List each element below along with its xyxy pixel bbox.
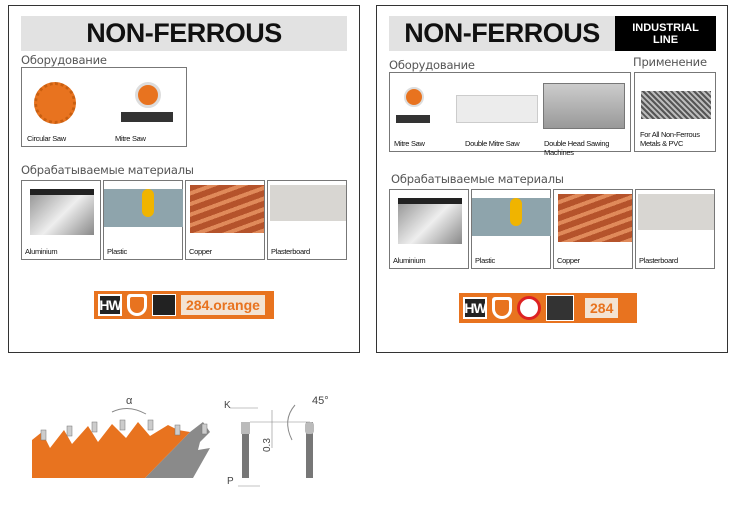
material-copper: Copper <box>553 189 633 269</box>
application-heading: Применение <box>633 55 707 69</box>
blade-icon <box>546 295 574 321</box>
blade-grey-section <box>145 422 210 478</box>
card-title: NON-FERROUS <box>21 16 347 51</box>
equipment-label: Mitre Saw <box>115 134 146 143</box>
materials-heading: Обрабатываемые материалы <box>391 172 564 186</box>
application-label: For All Non-Ferrous <box>640 130 700 139</box>
blade-left-section <box>242 422 249 478</box>
angle-label: 45° <box>312 395 329 407</box>
material-label: Plastic <box>107 247 127 256</box>
line-label-2: LINE <box>652 33 679 46</box>
material-label: Plastic <box>475 256 495 265</box>
dimension-label: 0.3 <box>262 438 273 452</box>
tooth-geometry-diagram: α K P 0.3 45° <box>32 395 329 487</box>
line-label-1: INDUSTRIAL <box>632 21 699 34</box>
material-label: Plasterboard <box>271 247 310 256</box>
alpha-label: α <box>126 395 133 407</box>
k-label: K <box>224 400 231 411</box>
material-label: Plasterboard <box>639 256 678 265</box>
equipment-label: Double Mitre Saw <box>465 139 520 148</box>
blade-icon <box>152 294 176 316</box>
product-code: 284 <box>585 298 619 318</box>
equipment-box: Circular Saw Mitre Saw <box>21 67 187 147</box>
circular-saw-image <box>34 82 76 124</box>
blade-orange-section <box>32 422 190 478</box>
mitre-saw-image <box>117 78 177 123</box>
application-label: Metals & PVC <box>640 139 684 148</box>
equipment-label: Circular Saw <box>27 134 66 143</box>
equipment-box: Mitre Saw Double Mitre Saw Double Head S… <box>389 72 631 157</box>
equipment-heading: Оборудование <box>21 53 107 67</box>
material-aluminium: Aluminium <box>21 180 101 260</box>
equipment-heading: Оборудование <box>389 58 475 72</box>
hw-icon: HW <box>463 297 487 319</box>
material-label: Copper <box>557 256 580 265</box>
product-badge: HW 284.orange <box>94 291 274 319</box>
product-badge: HW 284 <box>459 293 637 323</box>
left-product-card: NON-FERROUS Оборудование Circular Saw Mi… <box>8 5 360 353</box>
equipment-label: Double Head Sawing Machines <box>544 139 610 157</box>
p-label: P <box>227 476 234 487</box>
card-title: NON-FERROUS <box>389 16 615 51</box>
material-label: Aluminium <box>25 247 58 256</box>
material-plasterboard: Plasterboard <box>635 189 715 269</box>
blade-right-section <box>306 422 313 478</box>
material-label: Aluminium <box>393 256 426 265</box>
equipment-label: Mitre Saw <box>394 139 425 148</box>
materials-heading: Обрабатываемые материалы <box>21 163 194 177</box>
orange-shield-icon <box>127 294 147 316</box>
orange-shield-icon <box>492 297 512 319</box>
no-wood-icon <box>517 296 541 320</box>
material-aluminium: Aluminium <box>389 189 469 269</box>
material-plasterboard: Plasterboard <box>267 180 347 260</box>
material-plastic: Plastic <box>471 189 551 269</box>
hw-icon: HW <box>98 294 122 316</box>
application-box: For All Non-Ferrous Metals & PVC <box>634 72 716 152</box>
product-code: 284.orange <box>181 295 265 315</box>
material-plastic: Plastic <box>103 180 183 260</box>
material-label: Copper <box>189 247 212 256</box>
material-copper: Copper <box>185 180 265 260</box>
